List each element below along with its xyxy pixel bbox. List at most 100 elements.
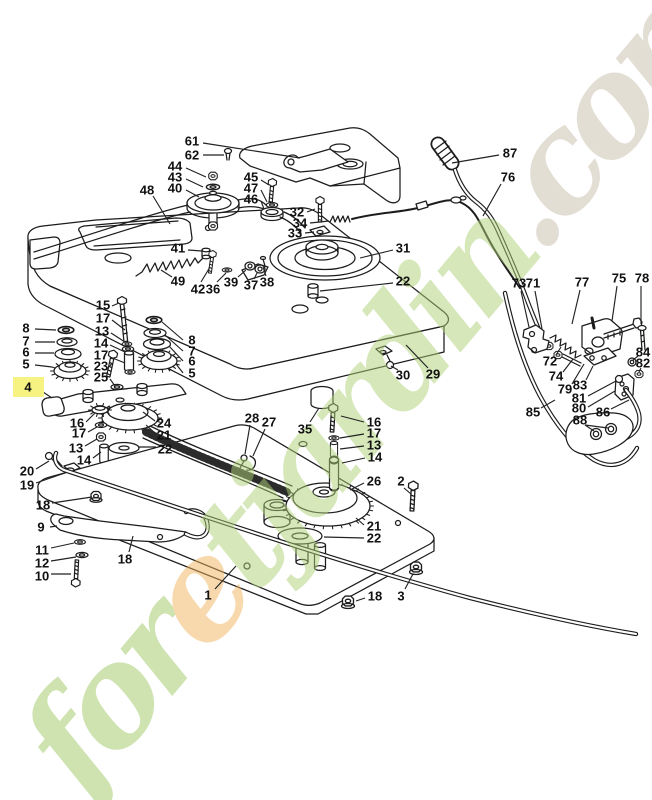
part-callout-45: 45 [244,170,258,185]
part-callout-24: 24 [157,416,172,431]
spindle-bearings-right [136,315,182,373]
part-callout-17: 17 [96,311,110,326]
part-callout-33: 33 [288,226,302,241]
part-callout-13: 13 [69,441,83,456]
part-callout-5: 5 [188,366,195,381]
part-callout-25: 25 [94,370,108,385]
part-callout-35: 35 [298,422,312,437]
part-callout-11: 11 [35,543,49,558]
part-callout-21: 21 [157,428,171,443]
part-callout-41: 41 [171,241,185,256]
part-callout-85: 85 [526,405,540,420]
part-callout-6: 6 [188,354,195,369]
part-callout-36: 36 [206,282,220,297]
part-callout-80: 80 [572,401,586,416]
part-callout-16: 16 [367,415,381,430]
part-callout-88: 88 [573,413,587,428]
part-callout-43: 43 [168,170,182,185]
part-callout-22: 22 [158,442,172,457]
part-callout-28: 28 [245,411,259,426]
part-callout-16: 16 [70,416,84,431]
drive-pulley-31 [269,235,381,281]
part-callout-40: 40 [168,181,182,196]
part-callout-81: 81 [572,391,586,406]
part-callout-7: 7 [22,334,29,349]
part-callout-42: 42 [191,282,205,297]
part-callout-48: 48 [140,183,154,198]
part-callout-31: 31 [396,241,410,256]
part-callout-14: 14 [77,453,92,468]
part-callout-7: 7 [188,344,195,359]
part-callout-49: 49 [171,274,185,289]
part-callout-46: 46 [244,192,258,207]
part-callout-23: 23 [94,359,108,374]
part-callout-6: 6 [22,345,29,360]
part-callout-73: 73 [512,276,526,291]
part-callout-10: 10 [35,569,49,584]
part-callout-78: 78 [635,271,649,286]
part-callout-22: 22 [367,531,381,546]
part-callout-2: 2 [397,474,404,489]
part-callout-8: 8 [22,321,29,336]
part-callout-39: 39 [224,275,238,290]
part-callout-13: 13 [367,438,381,453]
spring-49 [135,257,204,277]
part-callout-29: 29 [426,367,440,382]
part-callout-74: 74 [549,369,564,384]
linkage-assembly [502,290,647,468]
spindle-pulley-40 [186,171,284,231]
part-callout-18: 18 [36,498,50,513]
part-callout-32: 32 [290,205,304,220]
part-callout-77: 77 [575,275,589,290]
part-callout-5: 5 [22,357,29,372]
part-callout-8: 8 [188,333,195,348]
part-callout-38: 38 [260,275,274,290]
part-callout-47: 47 [244,181,258,196]
blade-arm [41,382,187,455]
engagement-lever [430,136,542,333]
part-callout-87: 87 [503,146,517,161]
part-callout-71: 71 [526,276,540,291]
brake-rod [52,450,639,637]
part-callout-19: 19 [20,478,34,493]
cable-assembly [309,195,521,289]
part-callout-27: 27 [262,415,276,430]
part-callout-3: 3 [397,589,404,604]
part-callout-26: 26 [367,474,381,489]
part-callout-14: 14 [94,336,109,351]
part-callout-34: 34 [293,216,308,231]
spring-34 [329,215,351,223]
part-callout-4: 4 [24,380,32,395]
part-callout-12: 12 [35,556,49,571]
part-callout-82: 82 [636,356,650,371]
part-callout-14: 14 [368,450,383,465]
part-callout-18: 18 [368,589,382,604]
part-callout-9: 9 [37,520,44,535]
part-callout-17: 17 [367,426,381,441]
idler-stack-left [87,403,113,464]
part-callout-61: 61 [185,134,199,149]
part-callout-86: 86 [596,405,610,420]
belt-cover [223,127,401,204]
part-callout-30: 30 [396,368,410,383]
part-callout-17: 17 [94,348,108,363]
part-callout-13: 13 [95,324,109,339]
part-callout-15: 15 [96,298,110,313]
part-callout-1: 1 [204,588,211,603]
part-callout-84: 84 [636,345,651,360]
part-callout-22: 22 [396,274,410,289]
part-callout-72: 72 [543,354,557,369]
part-callout-75: 75 [612,271,626,286]
part-callout-76: 76 [501,170,515,185]
part-callout-17: 17 [72,426,86,441]
spindle-bolt-column [103,295,136,391]
part-callout-21: 21 [367,519,381,534]
part-callout-83: 83 [573,378,587,393]
part-callout-37: 37 [244,278,258,293]
part-callout-79: 79 [558,382,572,397]
part-callout-18: 18 [118,552,132,567]
highlight-box [13,377,44,397]
part-callout-44: 44 [168,159,183,174]
